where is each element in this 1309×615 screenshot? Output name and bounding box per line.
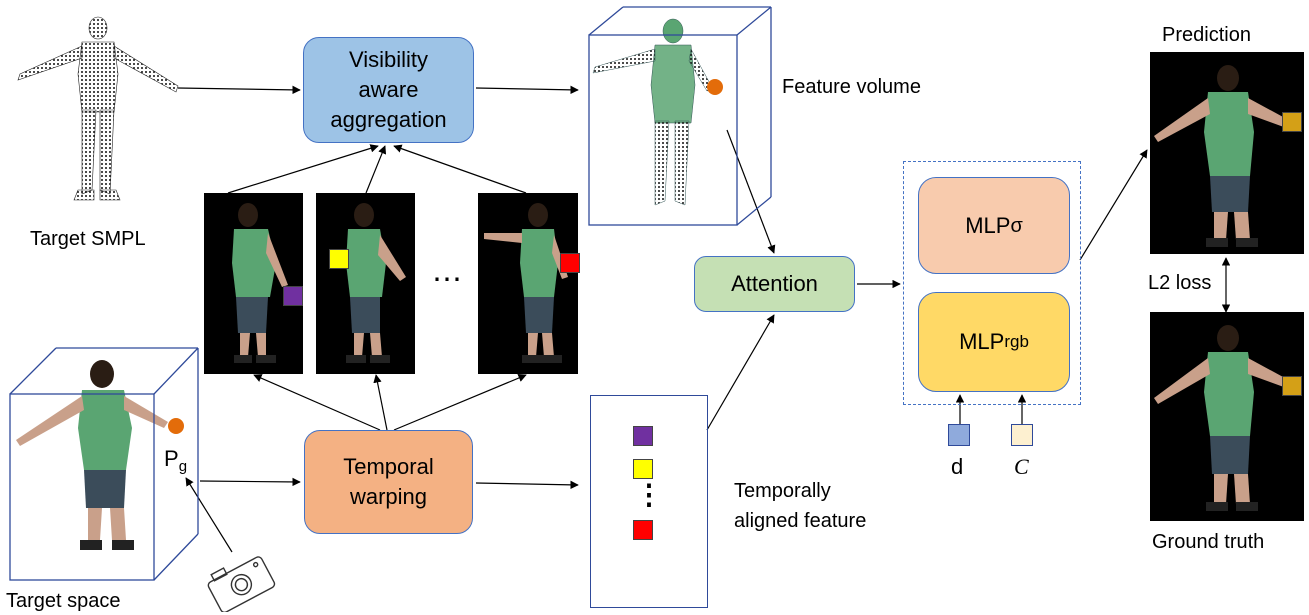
- visibility-line-3: aggregation: [330, 107, 447, 132]
- temporal-line-1: Temporal: [343, 454, 434, 479]
- prediction-color-marker: [1282, 112, 1302, 132]
- prediction-label: Prediction: [1162, 24, 1251, 46]
- feature-volume-cube: [588, 6, 772, 226]
- target-space-cube: [9, 347, 199, 581]
- temporal-line-2: warping: [349, 484, 428, 509]
- ground-truth-color-marker: [1282, 376, 1302, 396]
- aligned-vertical-ellipsis: ⋮: [635, 479, 663, 510]
- aligned-feature-panel: ⋮: [590, 395, 708, 608]
- input-c-marker: [1011, 424, 1033, 446]
- input-c-label: C: [1014, 454, 1029, 479]
- visibility-aware-aggregation-box: Visibility aware aggregation: [303, 37, 474, 143]
- person-figure: [1154, 325, 1296, 511]
- l2-loss-label: L2 loss: [1148, 272, 1212, 294]
- input-d-label: d: [951, 454, 964, 479]
- source-frame-3: [478, 193, 580, 374]
- aligned-red-marker: [633, 520, 653, 540]
- person-figure: [346, 203, 406, 363]
- person-figure: [1154, 65, 1296, 247]
- temporally-aligned-label: Temporally aligned feature: [734, 480, 867, 532]
- visibility-line-1: Visibility: [348, 47, 429, 72]
- aligned-purple-marker: [633, 426, 653, 446]
- target-space-label: Target space: [6, 590, 121, 612]
- frames-ellipsis: ⋯: [432, 263, 462, 296]
- attention-box: Attention: [694, 256, 855, 312]
- source-frame-1: [204, 193, 303, 374]
- target-smpl-mesh: [17, 16, 179, 201]
- aligned-yellow-marker: [633, 459, 653, 479]
- visibility-line-2: aware: [358, 77, 419, 102]
- person-figure: [484, 203, 568, 363]
- ground-truth-image: [1150, 312, 1304, 521]
- red-feature-marker: [560, 253, 580, 273]
- input-d-marker: [948, 424, 970, 446]
- pg-point-label: Pg: [164, 446, 188, 475]
- camera-icon: [207, 556, 276, 612]
- yellow-feature-marker: [329, 249, 349, 269]
- feature-volume-label: Feature volume: [782, 76, 921, 98]
- target-smpl-label: Target SMPL: [30, 228, 146, 250]
- source-frame-2: [316, 193, 415, 374]
- prediction-image: [1150, 52, 1304, 254]
- purple-feature-marker: [283, 286, 303, 306]
- ground-truth-label: Ground truth: [1152, 531, 1265, 553]
- person-figure: [232, 203, 288, 363]
- mlp-module-outline: [903, 161, 1081, 405]
- temporal-warping-box: Temporal warping: [304, 430, 473, 534]
